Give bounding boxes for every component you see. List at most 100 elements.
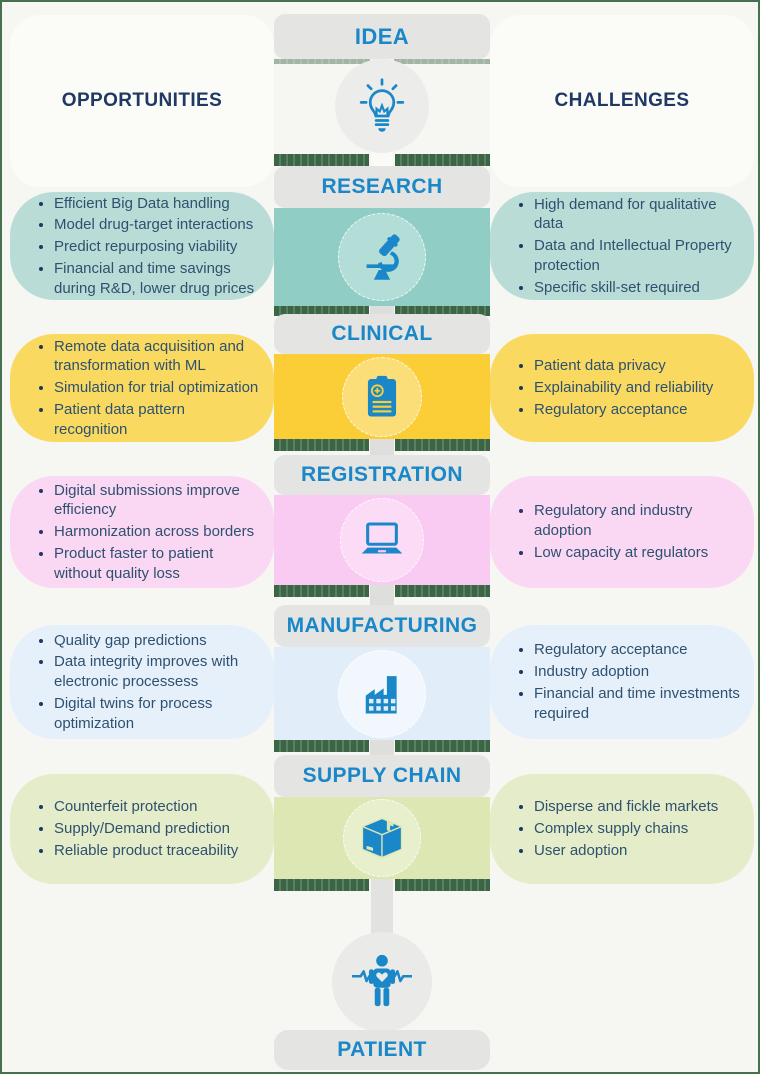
edge-strip [274, 59, 370, 64]
bullet-item: Quality gap predictions [54, 631, 262, 651]
bullet-item: Digital twins for process optimization [54, 694, 262, 734]
edge-strip [274, 740, 369, 752]
clinical-challenges-list: Patient data privacyExplainability and r… [490, 354, 725, 421]
manufacturing-challenges-card: Regulatory acceptanceIndustry adoptionFi… [490, 625, 754, 739]
microscope-icon [366, 234, 400, 280]
factory-icon [365, 675, 397, 713]
research-icon-circle [338, 213, 426, 301]
edge-strip [395, 740, 490, 752]
bullet-item: Remote data acquisition and transformati… [54, 337, 262, 377]
clinical-opportunities-card: Remote data acquisition and transformati… [10, 334, 274, 442]
registration-challenges-card: Regulatory and industry adoptionLow capa… [490, 476, 754, 588]
bullet-item: Digital submissions improve efficiency [54, 481, 262, 521]
edge-strip [395, 306, 490, 316]
stage-label: RESEARCH [321, 175, 443, 198]
challenges-title: CHALLENGES [554, 90, 690, 111]
stage-pill-patient: PATIENT [274, 1030, 490, 1070]
research-opportunities-list: Efficient Big Data handlingModel drug-ta… [10, 192, 274, 301]
connector [371, 148, 393, 168]
edge-strip [274, 585, 369, 597]
edge-strip [395, 439, 490, 451]
stage-label: SUPPLY CHAIN [302, 764, 462, 787]
supply-opportunities-card: Counterfeit protectionSupply/Demand pred… [10, 774, 274, 884]
edge-strip [274, 879, 369, 891]
edge-strip [395, 585, 490, 597]
bullet-item: Predict repurposing viability [54, 237, 262, 257]
bullet-item: User adoption [534, 841, 718, 861]
research-challenges-list: High demand for qualitative dataData and… [490, 193, 754, 300]
research-band [274, 208, 490, 306]
manufacturing-challenges-list: Regulatory acceptanceIndustry adoptionFi… [490, 638, 754, 725]
bullet-item: Reliable product traceability [54, 841, 238, 861]
stage-label: IDEA [354, 23, 410, 49]
bullet-item: Model drug-target interactions [54, 215, 262, 235]
registration-challenges-list: Regulatory and industry adoptionLow capa… [490, 499, 754, 564]
supply-icon-circle [343, 799, 421, 877]
edge-strip [395, 154, 490, 166]
bullet-item: Simulation for trial optimization [54, 378, 262, 398]
stage-label: REGISTRATION [301, 463, 463, 486]
stage-pill-manufacturing: MANUFACTURING [274, 605, 490, 647]
bullet-item: Specific skill-set required [534, 278, 742, 298]
connector [370, 585, 394, 605]
stage-pill-research: RESEARCH [274, 166, 490, 208]
manufacturing-opportunities-card: Quality gap predictionsData integrity im… [10, 625, 274, 739]
bullet-item: Regulatory acceptance [534, 400, 713, 420]
clinical-icon-circle [342, 356, 422, 437]
bullet-item: Patient data privacy [534, 356, 713, 376]
supply-challenges-card: Disperse and fickle marketsComplex suppl… [490, 774, 754, 884]
patient-circle [332, 932, 432, 1032]
manufacturing-icon-circle [338, 649, 426, 738]
edge-strip [274, 306, 369, 316]
bullet-item: Supply/Demand prediction [54, 819, 238, 839]
registration-band [274, 495, 490, 585]
idea-circle [335, 59, 429, 153]
bullet-item: Harmonization across borders [54, 522, 262, 542]
challenges-header-card: CHALLENGES [490, 15, 754, 187]
bullet-item: High demand for qualitative data [534, 195, 742, 235]
bullet-item: Industry adoption [534, 662, 742, 682]
research-challenges-card: High demand for qualitative dataData and… [490, 192, 754, 300]
edge-strip [394, 59, 490, 64]
registration-opportunities-list: Digital submissions improve efficiencyHa… [10, 479, 274, 586]
bullet-item: Counterfeit protection [54, 797, 238, 817]
shipping-box-icon [361, 817, 403, 859]
patient-heartbeat-icon [352, 954, 412, 1007]
research-opportunities-card: Efficient Big Data handlingModel drug-ta… [10, 192, 274, 300]
stage-pill-registration: REGISTRATION [274, 455, 490, 495]
stage-pill-idea: IDEA [274, 14, 490, 59]
bullet-item: Complex supply chains [534, 819, 718, 839]
edge-strip [274, 154, 369, 166]
manufacturing-band [274, 647, 490, 740]
registration-icon-circle [340, 498, 424, 582]
stage-label: CLINICAL [331, 322, 433, 345]
opportunities-header-card: OPPORTUNITIES [10, 15, 274, 187]
supply-opportunities-list: Counterfeit protectionSupply/Demand pred… [10, 795, 250, 862]
laptop-icon [361, 522, 403, 554]
clipboard-medical-icon [367, 375, 397, 417]
edge-strip [395, 879, 490, 891]
stage-pill-supply-chain: SUPPLY CHAIN [274, 755, 490, 797]
bullet-item: Explainability and reliability [534, 378, 713, 398]
connector [370, 306, 394, 316]
registration-opportunities-card: Digital submissions improve efficiencyHa… [10, 476, 274, 588]
stage-pill-clinical: CLINICAL [274, 314, 490, 354]
bullet-item: Data integrity improves with electronic … [54, 652, 262, 692]
bullet-item: Product faster to patient without qualit… [54, 544, 262, 584]
connector [371, 879, 393, 939]
clinical-challenges-card: Patient data privacyExplainability and r… [490, 334, 754, 442]
bullet-item: Regulatory acceptance [534, 640, 742, 660]
bullet-item: Disperse and fickle markets [534, 797, 718, 817]
supply-band [274, 797, 490, 879]
bullet-item: Financial and time savings during R&D, l… [54, 259, 262, 299]
bullet-item: Data and Intellectual Property protectio… [534, 236, 742, 276]
stage-label: MANUFACTURING [286, 614, 478, 637]
bullet-item: Efficient Big Data handling [54, 194, 262, 214]
bullet-item: Financial and time investments required [534, 684, 742, 724]
supply-challenges-list: Disperse and fickle marketsComplex suppl… [490, 795, 730, 862]
opportunities-title: OPPORTUNITIES [61, 90, 223, 111]
lightbulb-icon [359, 78, 405, 132]
clinical-opportunities-list: Remote data acquisition and transformati… [10, 335, 274, 442]
connector [370, 439, 394, 455]
